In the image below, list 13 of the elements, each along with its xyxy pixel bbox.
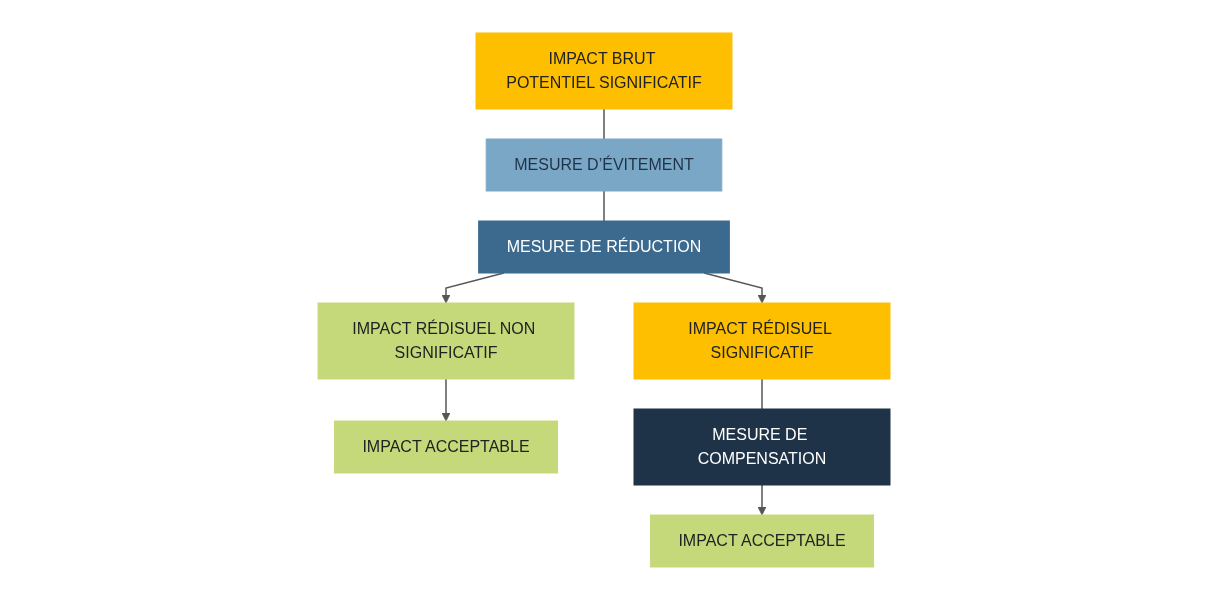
node-box: IMPACT BRUT POTENTIEL SIGNIFICATIF bbox=[475, 32, 733, 109]
connector bbox=[603, 107, 605, 140]
node-box: IMPACT ACCEPTABLE bbox=[649, 514, 875, 567]
node-box: MESURE DE RÉDUCTION bbox=[478, 220, 730, 273]
connector bbox=[603, 189, 605, 222]
node-box: IMPACT ACCEPTABLE bbox=[333, 420, 559, 473]
connector bbox=[761, 377, 763, 410]
node-box: IMPACT RÉDISUEL SIGNIFICATIF bbox=[633, 302, 891, 379]
node-box: IMPACT RÉDISUEL NON SIGNIFICATIF bbox=[317, 302, 575, 379]
arrow bbox=[441, 377, 451, 421]
arrow bbox=[757, 483, 767, 515]
node-box: MESURE D’ÉVITEMENT bbox=[485, 138, 723, 191]
node-box: MESURE DE COMPENSATION bbox=[633, 408, 891, 485]
